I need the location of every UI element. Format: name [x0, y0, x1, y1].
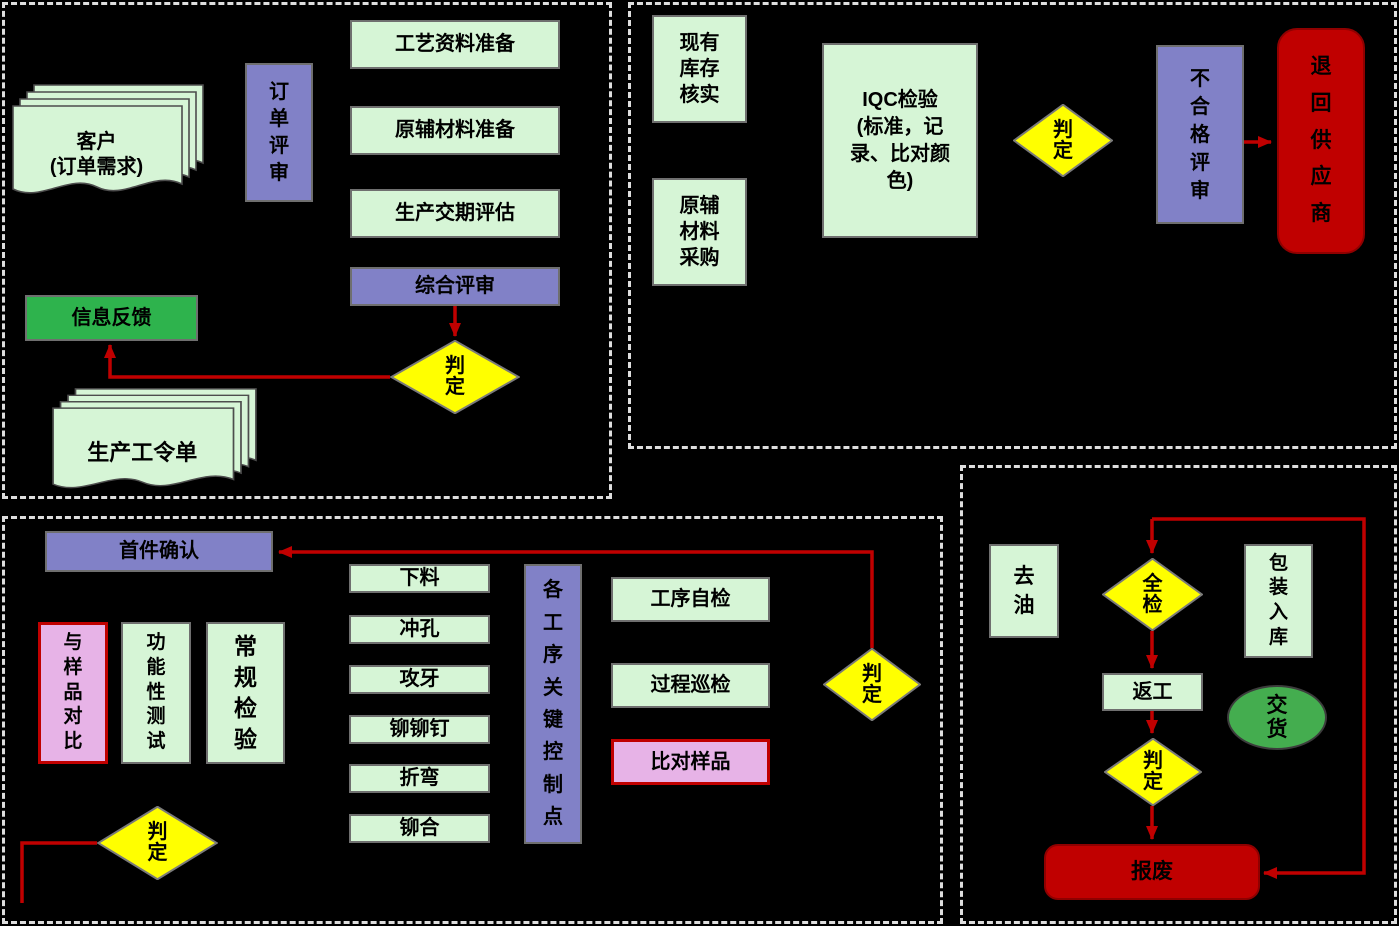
- sample-compare-label: 与 样 品 对 比: [63, 632, 83, 753]
- info-feedback-label: 信息反馈: [71, 306, 152, 329]
- routine-inspection-label: 常 规 检 验: [234, 632, 257, 753]
- node-raw-material-prep: 原辅材料准备: [350, 106, 560, 155]
- document-stack-shape: [12, 84, 204, 194]
- key-control-points-label: 各 工 序 关 键 控 制 点: [543, 579, 563, 829]
- node-info-feedback: 信息反馈: [25, 295, 198, 341]
- step-cutting-label: 下料: [399, 567, 440, 589]
- node-stock-verification: 现有 库存 核实: [652, 15, 747, 123]
- delivery-evaluation-label: 生产交期评估: [395, 202, 515, 224]
- diamond-shape: [1013, 104, 1113, 177]
- node-step-crimping: 铆合: [349, 814, 490, 843]
- node-comprehensive-review: 综合评审: [350, 267, 560, 306]
- decision-diamond-final: 判 定: [1104, 738, 1202, 806]
- sample-check-label: 比对样品: [650, 750, 731, 773]
- node-functional-test: 功 能 性 测 试: [121, 622, 191, 764]
- packing-storage-label: 包 装 入 库: [1268, 552, 1288, 648]
- node-step-riveting: 铆铆钉: [349, 715, 490, 744]
- node-step-tapping: 攻牙: [349, 665, 490, 694]
- decision-order-label: 判 定: [445, 355, 465, 398]
- decision-diamond-first-article: 判 定: [97, 806, 218, 880]
- step-tapping-label: 攻牙: [399, 668, 440, 690]
- node-packing-storage: 包 装 入 库: [1244, 544, 1313, 658]
- step-crimping-label: 铆合: [399, 817, 440, 839]
- node-rework: 返工: [1102, 673, 1203, 711]
- node-return-supplier: 退 回 供 应 商: [1277, 28, 1365, 254]
- work-order-label: 生产工令单: [87, 440, 198, 466]
- process-data-prep-label: 工艺资料准备: [395, 33, 515, 55]
- scrap-label: 报废: [1131, 859, 1173, 883]
- return-supplier-label: 退 回 供 应 商: [1310, 55, 1332, 226]
- section-production-process: [2, 516, 943, 924]
- order-review-label: 订 单 评 审: [269, 80, 289, 184]
- raw-material-prep-label: 原辅材料准备: [395, 119, 515, 141]
- nonconforming-review-label: 不 合 格 评 审: [1190, 67, 1210, 202]
- step-punching-label: 冲孔: [399, 618, 440, 640]
- delivery-label: 交 货: [1266, 694, 1288, 741]
- section-incoming-inspection: [628, 2, 1397, 449]
- decision-final-label: 判 定: [1143, 750, 1163, 793]
- stock-verification-label: 现有 库存 核实: [679, 32, 720, 106]
- functional-test-label: 功 能 性 测 试: [146, 632, 166, 753]
- decision-diamond-full-inspection: 全 检: [1102, 558, 1203, 631]
- iqc-inspection-label: IQC检验 (标准，记 录、比对颜 色): [850, 88, 950, 192]
- decision-diamond-order: 判 定: [390, 340, 520, 414]
- diamond-shape: [97, 806, 218, 880]
- document-stack-shape: [52, 388, 257, 489]
- diamond-shape: [390, 340, 520, 414]
- first-article-label: 首件确认: [119, 540, 199, 562]
- node-process-data-prep: 工艺资料准备: [350, 20, 560, 69]
- node-patrol-check: 过程巡检: [611, 663, 770, 708]
- node-iqc-inspection: IQC检验 (标准，记 录、比对颜 色): [822, 43, 978, 238]
- node-material-purchase: 原辅 材料 采购: [652, 178, 747, 286]
- node-nonconforming-review: 不 合 格 评 审: [1156, 45, 1244, 224]
- node-self-check: 工序自检: [611, 577, 770, 622]
- step-riveting-label: 铆铆钉: [389, 718, 450, 740]
- document-customer-order: 客户 (订单需求): [12, 84, 204, 202]
- node-sample-compare: 与 样 品 对 比: [38, 622, 108, 764]
- node-delivery: 交 货: [1227, 685, 1327, 750]
- node-step-bending: 折弯: [349, 764, 490, 793]
- node-routine-inspection: 常 规 检 验: [206, 622, 285, 764]
- node-sample-check: 比对样品: [611, 739, 770, 785]
- decision-diamond-process: 判 定: [823, 648, 921, 721]
- decision-diamond-iqc: 判 定: [1013, 104, 1113, 177]
- material-purchase-label: 原辅 材料 采购: [679, 195, 720, 269]
- diamond-shape: [823, 648, 921, 721]
- step-bending-label: 折弯: [399, 767, 440, 789]
- section-order-review: [2, 2, 612, 499]
- node-key-control-points: 各 工 序 关 键 控 制 点: [524, 564, 582, 844]
- degrease-label: 去 油: [1013, 564, 1035, 617]
- section-final-inspection: [960, 465, 1397, 924]
- comprehensive-review-label: 综合评审: [415, 275, 495, 297]
- node-step-cutting: 下料: [349, 564, 490, 593]
- diamond-shape: [1104, 738, 1202, 806]
- decision-process-label: 判 定: [862, 662, 882, 706]
- full-inspection-label: 全 检: [1142, 572, 1163, 616]
- node-degrease: 去 油: [989, 544, 1059, 638]
- node-scrap: 报废: [1044, 844, 1260, 900]
- self-check-label: 工序自检: [650, 588, 731, 610]
- decision-first-article-label: 判 定: [147, 821, 168, 864]
- node-order-review: 订 单 评 审: [245, 63, 313, 202]
- node-delivery-evaluation: 生产交期评估: [350, 189, 560, 238]
- patrol-check-label: 过程巡检: [650, 674, 731, 696]
- decision-iqc-label: 判 定: [1053, 118, 1073, 162]
- diamond-shape: [1102, 558, 1203, 631]
- node-step-punching: 冲孔: [349, 615, 490, 644]
- node-first-article-confirm: 首件确认: [45, 531, 273, 572]
- customer-label: 客户 (订单需求): [49, 130, 144, 178]
- rework-label: 返工: [1132, 680, 1173, 703]
- document-work-order: 生产工令单: [52, 388, 257, 496]
